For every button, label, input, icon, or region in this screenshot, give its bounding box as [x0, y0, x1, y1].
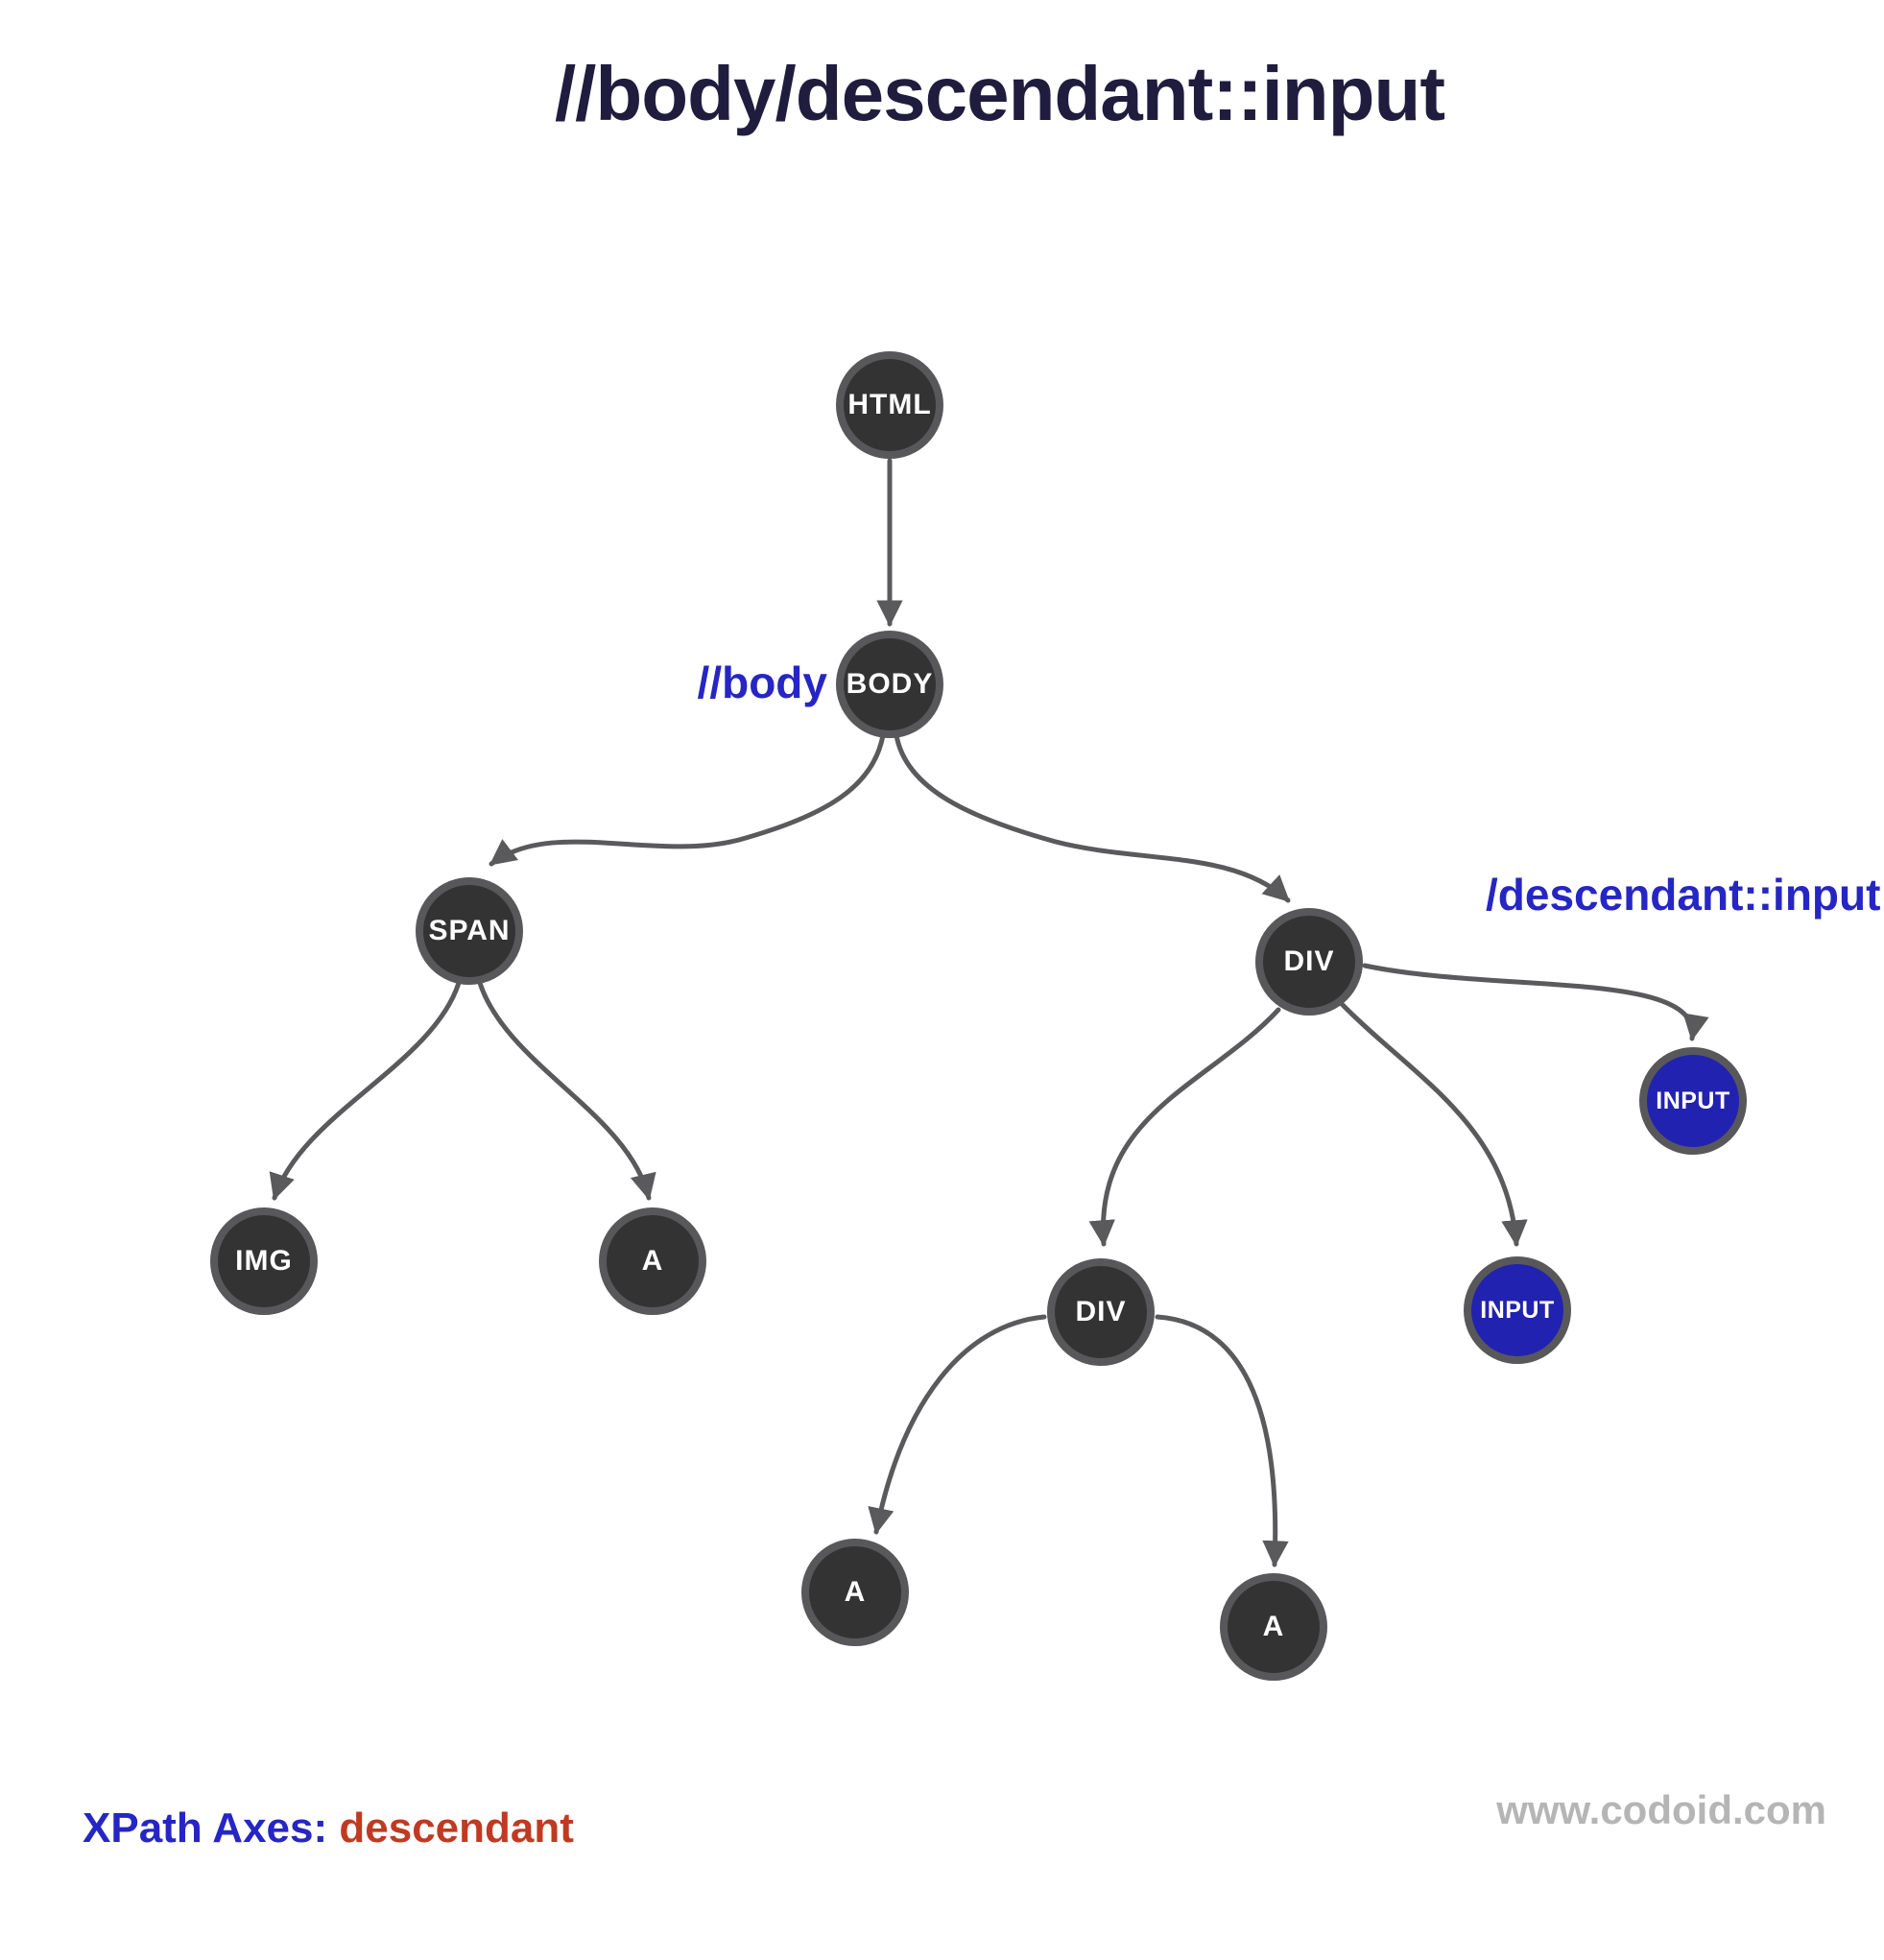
- xpath-axes-label: XPath Axes:: [83, 1805, 328, 1852]
- node-html: HTML: [836, 351, 943, 459]
- body-xpath-annotation: //body: [697, 657, 827, 707]
- watermark: www.codoid.com: [1496, 1787, 1826, 1832]
- edge-div-inputright: [1362, 963, 1709, 1041]
- edge-divlower-aleft: [868, 1314, 1047, 1535]
- edge-div-inputlower: [1339, 1001, 1528, 1247]
- page-title: //body/descendant::input: [554, 51, 1445, 136]
- node-a-span-child: A: [599, 1207, 706, 1315]
- node-input-lower: INPUT: [1464, 1256, 1571, 1364]
- node-body: BODY: [836, 631, 943, 738]
- edge-span-a: [477, 980, 656, 1201]
- node-span: SPAN: [416, 877, 523, 985]
- descendant-xpath-annotation: /descendant::input: [1486, 870, 1881, 920]
- node-a-left: A: [801, 1539, 909, 1646]
- node-img: IMG: [210, 1207, 318, 1315]
- node-div-lower: DIV: [1047, 1258, 1155, 1366]
- node-div-upper: DIV: [1255, 908, 1363, 1016]
- edge-divlower-aright: [1155, 1314, 1289, 1567]
- edge-div-divlower: [1088, 1007, 1281, 1247]
- edge-body-span: [489, 732, 886, 867]
- xpath-axes-caption: XPath Axes: descendant: [83, 1805, 574, 1852]
- node-a-right: A: [1220, 1573, 1327, 1681]
- edge-body-div: [894, 732, 1291, 903]
- xpath-axes-value: descendant: [339, 1805, 574, 1852]
- node-input-right: INPUT: [1639, 1047, 1747, 1155]
- edge-span-img: [269, 980, 462, 1201]
